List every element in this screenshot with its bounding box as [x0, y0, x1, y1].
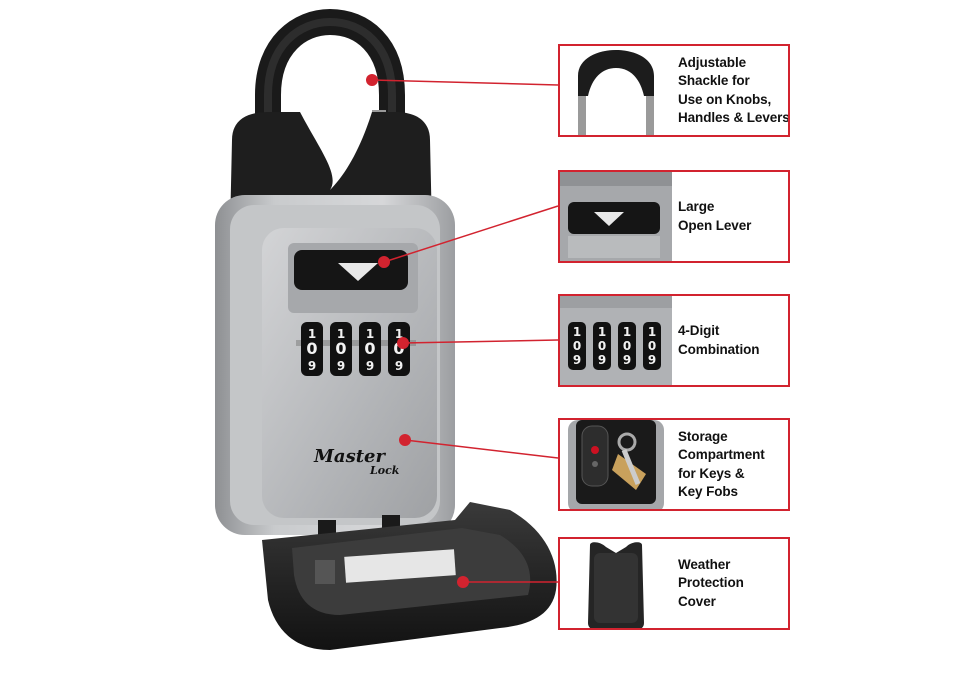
callout-storage-line: for Keys &: [678, 465, 745, 481]
combination-dial: [568, 322, 586, 370]
callout-combination-line: Combination: [678, 341, 760, 357]
dial-digit: 9: [395, 359, 403, 373]
combination-dial: [618, 322, 636, 370]
dial-digit: 0: [306, 339, 317, 358]
callout-storage-line: Key Fobs: [678, 484, 738, 499]
callout-storage-line: Storage: [678, 428, 728, 444]
dial-digit: 1: [337, 327, 345, 341]
callout-storage-thumbnail: [560, 420, 672, 509]
combination-dial: [330, 322, 352, 376]
dial-digit: 0: [648, 339, 656, 353]
pointer-dot-icon: [397, 337, 409, 349]
combination-dial: [593, 322, 611, 370]
dial-digit: 1: [623, 325, 631, 339]
combination-dial: [388, 322, 410, 376]
dial-digit: 9: [598, 353, 606, 367]
callout-shackle-line: Handles & Levers: [678, 110, 790, 125]
dial-digit: 9: [308, 359, 316, 373]
dial-digit: 0: [623, 339, 631, 353]
dial-digit: 9: [337, 359, 345, 373]
callout-storage-line: Compartment: [678, 447, 765, 462]
callout-shackle-line: Adjustable: [678, 54, 747, 70]
callout-combination-line: 4-Digit: [678, 323, 720, 338]
weather-cover: [262, 502, 557, 650]
combination-dial: [643, 322, 661, 370]
dial-digit: 1: [598, 325, 606, 339]
callout-cover-line: Weather: [678, 556, 731, 572]
pointer-dot-icon: [366, 74, 378, 86]
brand-logo-line1: Master: [313, 446, 386, 467]
dial-digit: 1: [366, 327, 374, 341]
callout-cover-thumbnail: [560, 539, 672, 628]
callout-shackle-thumbnail: [560, 46, 672, 135]
dial-digit: 0: [364, 339, 375, 358]
dial-digit: 0: [335, 339, 346, 358]
dial-digit: 9: [573, 353, 581, 367]
dial-digit: 0: [393, 339, 404, 358]
pointer-dot-icon: [457, 576, 469, 588]
callout-connectors: [366, 74, 559, 588]
dial-digit: 1: [395, 327, 403, 341]
callout-cover-line: Protection: [678, 575, 744, 591]
dial-digit: 0: [573, 339, 581, 353]
callout-lever-line: Large: [678, 199, 715, 214]
pointer-dot-icon: [378, 256, 390, 268]
callout-shackle-line: Shackle for: [678, 73, 750, 88]
dial-digit: 9: [623, 353, 631, 367]
dial-digit: 0: [598, 339, 606, 353]
brand-logo-line2: Lock: [369, 464, 400, 477]
callout-lever-thumbnail: [560, 172, 672, 261]
callout-cover-line: Cover: [678, 593, 716, 609]
dial-digit: 1: [308, 327, 316, 341]
combination-dial: [359, 322, 381, 376]
dial-digit: 9: [648, 353, 656, 367]
dial-digit: 1: [648, 325, 656, 339]
callout-lever-line: Open Lever: [678, 217, 752, 233]
callout-shackle-line: Use on Knobs,: [678, 91, 772, 107]
dial-digit: 1: [573, 325, 581, 339]
down-triangle-icon: [338, 263, 378, 281]
pointer-dot-icon: [399, 434, 411, 446]
dial-digit: 9: [366, 359, 374, 373]
combination-dial: [301, 322, 323, 376]
